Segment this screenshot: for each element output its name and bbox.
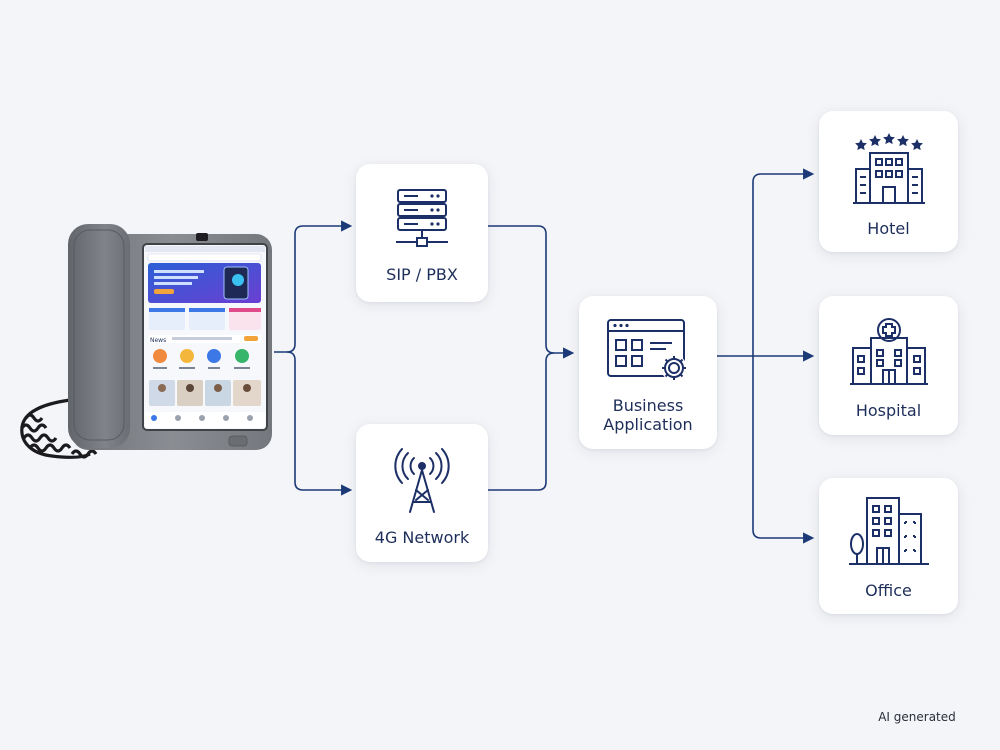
node-business-application-label-2: Application xyxy=(603,415,693,434)
app-settings-icon xyxy=(607,319,687,381)
connector-phone-network xyxy=(286,351,353,496)
hotel-icon xyxy=(853,133,925,204)
office-building-icon xyxy=(849,497,929,565)
node-hospital-label: Hospital xyxy=(855,401,922,420)
connector-phone-sip xyxy=(274,220,353,353)
desk-phone-icon: News xyxy=(20,224,272,459)
connector-business-office xyxy=(752,356,815,544)
node-sip-pbx-label: SIP / PBX xyxy=(386,265,458,284)
connector-business-hotel xyxy=(752,168,815,356)
node-business-application: Business Application xyxy=(579,296,717,449)
node-business-application-label-1: Business xyxy=(612,396,684,415)
hospital-icon xyxy=(850,318,928,385)
node-hospital: Hospital xyxy=(819,296,958,435)
node-sip-pbx: SIP / PBX xyxy=(356,164,488,302)
node-office-label: Office xyxy=(865,581,912,600)
node-4g-network-label: 4G Network xyxy=(374,528,470,547)
node-hotel-label: Hotel xyxy=(867,219,910,238)
node-office: Office xyxy=(819,478,958,614)
ai-generated-watermark: AI generated xyxy=(878,710,956,724)
node-4g-network: 4G Network xyxy=(356,424,488,562)
server-icon xyxy=(396,189,448,247)
node-hotel: Hotel xyxy=(819,111,958,252)
phone-news-label: News xyxy=(150,337,166,344)
cell-tower-icon xyxy=(394,448,450,513)
connector-network-business xyxy=(488,352,555,491)
connector-sip-business xyxy=(488,225,575,359)
